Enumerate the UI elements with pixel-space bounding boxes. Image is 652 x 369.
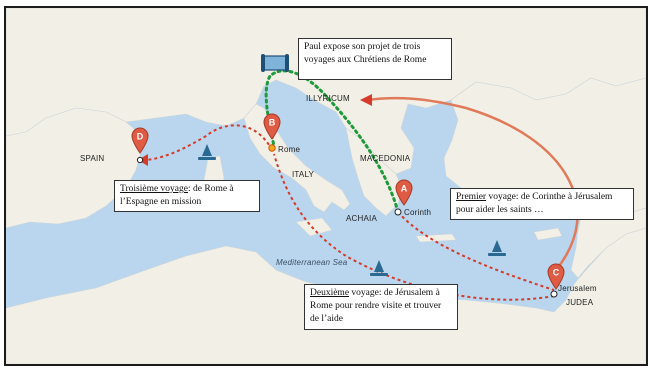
marker-b[interactable]: B [262,112,282,140]
boat-icon [370,260,388,276]
land-sicily [295,217,333,237]
callout-third-voyage-text: : de Rome à l’Espagne en mission [120,184,234,207]
boat-icon [488,240,506,256]
jerusalem-dot [550,290,558,298]
scroll-icon [261,54,289,72]
land-cyprus [533,227,563,241]
place-mediterranean-sea: Mediterranean Sea [276,258,348,267]
callout-first-voyage-text: voyage: de Corinthe à Jérusalem pour aid… [456,192,613,215]
marker-c[interactable]: C [546,262,566,290]
spain-dot [136,156,144,164]
map-frame: A B C D ILLYRICUM MACEDONIA ITALY Rome S… [4,6,648,366]
route-illyricum-arrow [367,96,579,271]
marker-c-label: C [553,268,560,278]
place-spain: SPAIN [80,154,105,163]
place-rome: Rome [278,145,301,154]
rome-dot [268,144,276,152]
route-illyricum-arrowhead [360,94,372,106]
route-first-path [397,211,555,291]
callout-second-voyage-title: Deuxième [310,288,350,298]
callout-third-voyage: Troisième voyage: de Rome à l’Espagne en… [114,180,260,212]
callout-third-voyage-title: Troisième voyage [120,184,188,194]
marker-a[interactable]: A [394,178,414,206]
marker-a-label: A [401,184,408,194]
place-judea: JUDEA [566,298,594,307]
corinth-dot [394,208,402,216]
marker-d[interactable]: D [130,126,150,154]
place-jerusalem: Jerusalem [558,284,597,293]
callout-first-voyage: Premier voyage: de Corinthe à Jérusalem … [450,188,634,220]
place-corinth: Corinth [404,208,432,217]
place-italy: ITALY [292,170,315,179]
place-achaia: ACHAIA [346,214,377,223]
place-macedonia: MACEDONIA [360,154,411,163]
boat-icon [198,144,216,160]
marker-d-label: D [137,132,144,142]
callout-second-voyage: Deuxième voyage: de Jérusalem à Rome pou… [304,284,458,330]
callout-rome-project-text: Paul expose son projet de trois voyages … [304,42,427,65]
route-third-path [145,124,273,161]
callout-rome-project: Paul expose son projet de trois voyages … [298,38,452,80]
land-greece [345,127,403,217]
callout-first-voyage-title: Premier [456,192,487,202]
place-illyricum: ILLYRICUM [306,94,350,103]
marker-b-label: B [269,118,276,128]
callout-second-voyage-text: voyage: de Jérusalem à Rome pour rendre … [310,288,442,324]
